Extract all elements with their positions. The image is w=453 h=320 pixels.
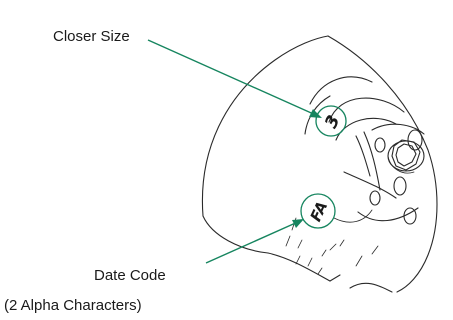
date-code-label: Date Code <box>94 267 166 284</box>
date-code-leader-line <box>205 220 301 264</box>
date-code-callout-ring <box>300 193 336 229</box>
closer-shading-strokes <box>285 217 379 275</box>
closer-size-stamp: 3 <box>321 112 344 131</box>
closer-bosses <box>369 129 423 225</box>
date-code-arrowhead <box>292 219 304 228</box>
closer-size-leader-line <box>147 39 319 117</box>
adjustment-valve-nut <box>387 139 425 174</box>
closer-size-arrowhead <box>309 109 322 118</box>
closer-size-callout-ring <box>315 105 347 137</box>
closer-housing-outline <box>201 35 438 293</box>
date-code-stamp: FA <box>307 199 332 225</box>
closer-inner-arcs <box>304 76 425 223</box>
closer-size-label: Closer Size <box>53 28 130 45</box>
date-code-sublabel: (2 Alpha Characters) <box>4 297 142 314</box>
